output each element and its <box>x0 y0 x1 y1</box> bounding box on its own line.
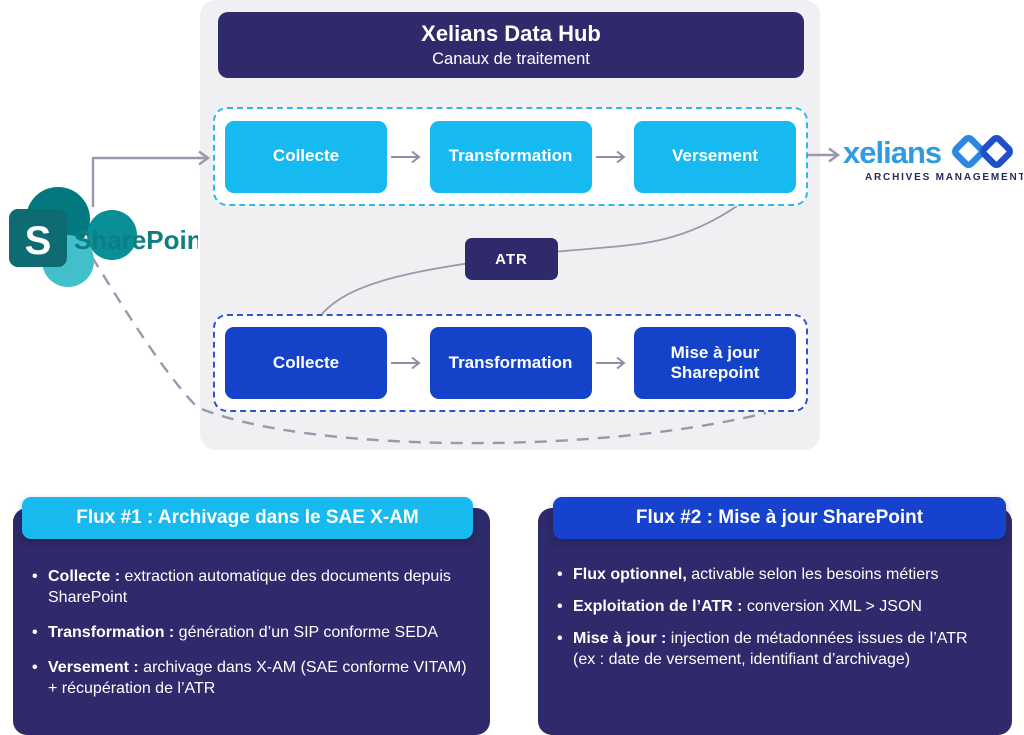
flux1-title: Flux #1 : Archivage dans le SAE X-AM <box>76 507 419 528</box>
bullet-lead: Collecte : <box>48 568 121 585</box>
xelians-tagline: ARCHIVES MANAGEMENT <box>865 172 1023 183</box>
list-item: Versement : archivage dans X-AM (SAE con… <box>31 657 472 699</box>
list-item: Exploitation de l’ATR : conversion XML >… <box>556 596 994 617</box>
flux1-bullet-list: Collecte : extraction automatique des do… <box>13 508 490 699</box>
row1-box-transformation: Transformation <box>429 120 592 193</box>
hub-header: Xelians Data Hub Canaux de traitement <box>218 12 804 78</box>
flux1-card: Collecte : extraction automatique des do… <box>13 508 490 735</box>
bullet-lead: Transformation : <box>48 624 175 641</box>
bullet-text: activable selon les besoins métiers <box>686 566 939 583</box>
bullet-text: injection de métadonnées issues de l’ATR… <box>573 630 968 668</box>
bullet-lead: Flux optionnel, <box>573 566 687 583</box>
list-item: Mise à jour : injection de métadonnées i… <box>556 628 994 670</box>
bullet-text: extraction automatique des documents dep… <box>48 568 451 606</box>
flux2-card: Flux optionnel, activable selon les beso… <box>538 508 1012 735</box>
bullet-lead: Mise à jour : <box>573 630 667 647</box>
row2-box-collecte: Collecte <box>225 327 387 399</box>
list-item: Flux optionnel, activable selon les beso… <box>556 564 994 585</box>
xelians-logo-icon: xelians ARCHIVES MANAGEMENT <box>843 135 1023 183</box>
row2-box-transformation: Transformation <box>429 327 592 399</box>
sharepoint-initial: S <box>25 219 52 263</box>
flow-row-archivage: Collecte Transformation Versement <box>213 107 808 206</box>
hub-subtitle: Canaux de traitement <box>432 49 590 68</box>
list-item: Collecte : extraction automatique des do… <box>31 566 472 608</box>
arrow-right-icon <box>595 356 626 370</box>
hub-title: Xelians Data Hub <box>421 21 601 47</box>
list-item: Transformation : génération d’un SIP con… <box>31 622 472 643</box>
xelians-wordmark: xelians <box>843 135 941 170</box>
row1-box-collecte: Collecte <box>225 120 387 193</box>
flux2-header: Flux #2 : Mise à jour SharePoint <box>553 497 1006 539</box>
flux1-header: Flux #1 : Archivage dans le SAE X-AM <box>22 497 473 539</box>
sharepoint-wordmark: SharePoint <box>74 225 198 255</box>
arrow-right-icon <box>391 150 421 163</box>
bullet-lead: Exploitation de l’ATR : <box>573 598 743 615</box>
row2-box-mise-a-jour-sharepoint: Mise à jour Sharepoint <box>634 327 796 399</box>
bullet-lead: Versement : <box>48 659 139 676</box>
bullet-text: conversion XML > JSON <box>742 598 922 615</box>
flux2-title: Flux #2 : Mise à jour SharePoint <box>635 507 924 528</box>
sharepoint-logo-icon: S SharePoint <box>9 187 198 287</box>
flow-row-mise-a-jour: Collecte Transformation Mise à jour Shar… <box>213 314 808 412</box>
flux2-bullet-list: Flux optionnel, activable selon les beso… <box>538 508 1012 670</box>
arrow-right-icon <box>595 150 626 163</box>
row1-box-versement: Versement <box>634 120 796 193</box>
bullet-text: archivage dans X-AM (SAE conforme VITAM)… <box>48 659 467 697</box>
arrow-right-icon <box>391 356 421 370</box>
xelians-infinity-icon <box>952 135 1013 168</box>
bullet-text: génération d’un SIP conforme SEDA <box>174 624 439 641</box>
atr-box: ATR <box>465 238 558 280</box>
